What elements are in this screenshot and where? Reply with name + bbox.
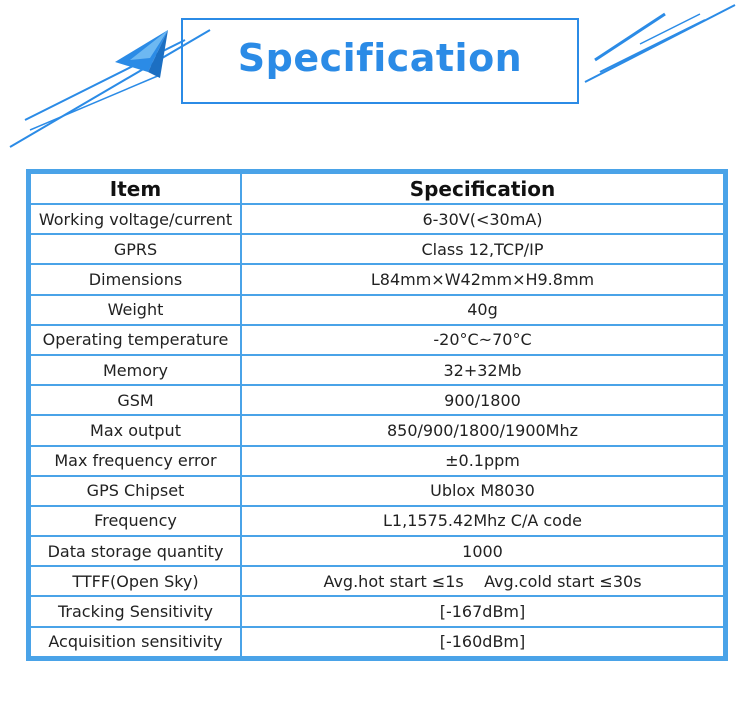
spec-cell: ±0.1ppm (240, 444, 725, 477)
table-row: TTFF(Open Sky) Avg.hot start ≤1s Avg.col… (29, 565, 725, 598)
spec-cell: 900/1800 (240, 384, 725, 417)
table-row: Working voltage/current 6-30V(<30mA) (29, 202, 725, 236)
table-row: Dimensions L84mm×W42mm×H9.8mm (29, 263, 725, 296)
deco-line (639, 13, 701, 45)
spec-cell: 1000 (240, 535, 725, 568)
table-header-row: Item Specification (29, 172, 725, 205)
item-cell: Max output (29, 414, 242, 447)
item-cell: Working voltage/current (29, 202, 242, 236)
spec-cell: 32+32Mb (240, 353, 725, 387)
table-row: Data storage quantity 1000 (29, 535, 725, 568)
paper-plane-icon (115, 30, 168, 78)
table-row: Max frequency error ±0.1ppm (29, 444, 725, 477)
spec-table: Item Specification Working voltage/curre… (29, 172, 725, 659)
table-row: Frequency L1,1575.42Mhz C/A code (29, 504, 725, 538)
title-frame (181, 18, 579, 104)
spec-cell: L84mm×W42mm×H9.8mm (240, 263, 725, 296)
table-row: Operating temperature -20°C~70°C (29, 323, 725, 356)
spec-cell: [-160dBm] (240, 625, 725, 659)
column-header-item: Item (29, 172, 242, 205)
item-cell: Weight (29, 293, 242, 326)
item-cell: Tracking Sensitivity (29, 595, 242, 628)
item-cell: Memory (29, 353, 242, 387)
spec-cell: Ublox M8030 (240, 474, 725, 507)
column-header-specification: Specification (240, 172, 725, 205)
table-row: Memory 32+32Mb (29, 353, 725, 387)
spec-cell: L1,1575.42Mhz C/A code (240, 504, 725, 538)
spec-cell: 850/900/1800/1900Mhz (240, 414, 725, 447)
item-cell: Acquisition sensitivity (29, 625, 242, 659)
spec-cell: -20°C~70°C (240, 323, 725, 356)
table-row: Max output 850/900/1800/1900Mhz (29, 414, 725, 447)
item-cell: Dimensions (29, 263, 242, 296)
item-cell: TTFF(Open Sky) (29, 565, 242, 598)
spec-cell: [-167dBm] (240, 595, 725, 628)
table-row: Weight 40g (29, 293, 725, 326)
deco-line (9, 29, 211, 148)
spec-cell: 6-30V(<30mA) (240, 202, 725, 236)
item-cell: Max frequency error (29, 444, 242, 477)
spec-cell: Class 12,TCP/IP (240, 233, 725, 266)
deco-line (594, 12, 666, 62)
table-row: Tracking Sensitivity [-167dBm] (29, 595, 725, 628)
item-cell: GPS Chipset (29, 474, 242, 507)
header-banner: Specification (0, 0, 750, 150)
spec-cell: Avg.hot start ≤1s Avg.cold start ≤30s (240, 565, 725, 598)
deco-line (29, 74, 161, 131)
item-cell: Operating temperature (29, 323, 242, 356)
item-cell: Frequency (29, 504, 242, 538)
spec-table-container: Item Specification Working voltage/curre… (26, 169, 728, 661)
deco-line (584, 4, 736, 83)
spec-cell: 40g (240, 293, 725, 326)
page-title: Specification (237, 36, 523, 80)
item-cell: GPRS (29, 233, 242, 266)
item-cell: Data storage quantity (29, 535, 242, 568)
banner-decoration (9, 4, 736, 148)
table-row: Acquisition sensitivity [-160dBm] (29, 625, 725, 659)
item-cell: GSM (29, 384, 242, 417)
table-row: GPRS Class 12,TCP/IP (29, 233, 725, 266)
table-row: GPS Chipset Ublox M8030 (29, 474, 725, 507)
table-row: GSM 900/1800 (29, 384, 725, 417)
